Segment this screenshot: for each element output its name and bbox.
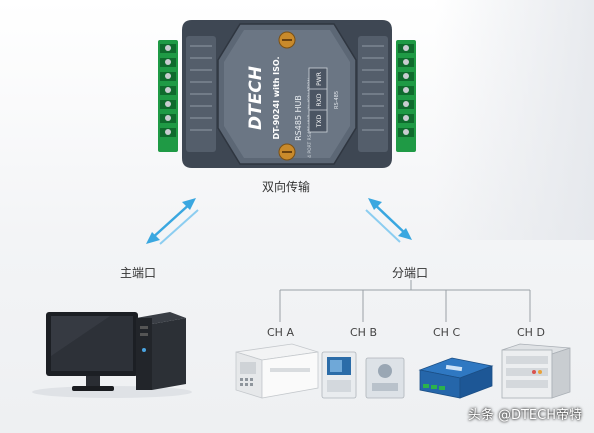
device-ch-d: [501, 343, 571, 399]
indicator-panel: TXD RXD PWR RS-485: [308, 67, 340, 133]
indicator-txd: TXD: [316, 114, 323, 128]
device-model: DT-9024I with ISO.: [272, 56, 281, 139]
arrow-right-bidirectional: [365, 198, 412, 243]
rs485-hub-device: DTECH DT-9024I with ISO. RS485 HUB 4 POR…: [158, 20, 416, 168]
watermark: 头条 @DTECH帝特: [467, 408, 582, 423]
caption-bidirectional: 双向传输: [262, 180, 311, 194]
device-brand: DTECH: [246, 66, 266, 130]
right-terminal-block: [396, 40, 416, 152]
channel-label-d: CH D: [517, 326, 545, 339]
left-terminal-block: [158, 40, 178, 152]
channel-label-a: CH A: [267, 326, 294, 339]
caption-branch-port: 分端口: [392, 266, 429, 280]
indicator-rxd: RXD: [316, 93, 323, 106]
device-ch-c: [418, 357, 494, 399]
branch-lines: [279, 280, 531, 322]
channel-label-c: CH C: [433, 326, 461, 339]
device-ch-a: [235, 343, 319, 399]
screw-top: [278, 31, 296, 49]
screw-bottom: [278, 143, 296, 161]
pc-tower: [136, 312, 186, 390]
device-side-label: RS-485: [334, 91, 340, 109]
background-server-rack: [434, 0, 594, 240]
monitor: [46, 312, 138, 391]
arrow-left-bidirectional: [146, 198, 199, 245]
channel-label-b: CH B: [350, 326, 377, 339]
device-product: RS485 HUB: [294, 95, 303, 141]
computer-master: [32, 312, 192, 398]
caption-master-port: 主端口: [120, 266, 157, 280]
device-ch-b: [321, 351, 405, 399]
indicator-pwr: PWR: [316, 72, 323, 86]
